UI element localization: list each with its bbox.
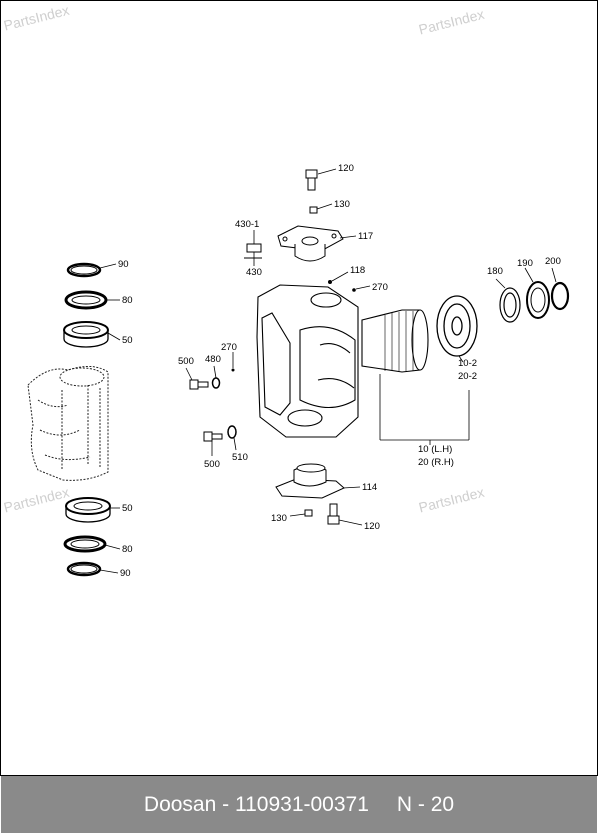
- bolt-500-bottom: [203, 431, 223, 442]
- hub-ring-10-2: [436, 295, 478, 357]
- exploded-parts-diagram: 120 130 117 430-1 430 118 270 90 80 50 2…: [0, 0, 598, 776]
- label-50-top: 50: [122, 335, 133, 346]
- label-270-left: 270: [221, 342, 237, 353]
- footer-page: N - 20: [396, 792, 455, 816]
- bearing-50-top: [63, 321, 109, 348]
- label-20-2: 20-2: [458, 371, 477, 382]
- label-430-1: 430-1: [235, 219, 259, 230]
- label-117: 117: [358, 231, 373, 242]
- label-118: 118: [350, 265, 365, 276]
- spindle: [361, 309, 429, 373]
- label-90-bottom: 90: [120, 568, 131, 579]
- snap-ring-200: [550, 281, 570, 311]
- label-80-top: 80: [122, 295, 133, 306]
- label-10-2: 10-2: [458, 358, 477, 369]
- label-10-lh: 10 (L.H): [418, 444, 452, 455]
- label-114: 114: [362, 482, 377, 493]
- bolt-120-top: [305, 169, 318, 191]
- footer-brand: Doosan: [143, 792, 217, 816]
- seal-ring-90-bottom: [66, 561, 102, 577]
- label-270-top: 270: [372, 282, 388, 293]
- label-200: 200: [545, 256, 561, 267]
- steering-knuckle: [256, 284, 359, 438]
- king-pin-cap-114: [275, 463, 345, 499]
- bolt-500-top: [189, 379, 209, 390]
- king-pin-cap-117: [277, 225, 344, 262]
- plug-130-bottom: [304, 509, 313, 517]
- label-20-rh: 20 (R.H): [418, 457, 454, 468]
- label-180: 180: [487, 266, 503, 277]
- washer-190: [526, 281, 550, 319]
- ball-270-top: [352, 288, 356, 292]
- label-500-bottom: 500: [204, 459, 220, 470]
- seal-ring-90-top: [66, 262, 102, 278]
- label-120-bottom: 120: [364, 521, 380, 532]
- label-190: 190: [517, 258, 533, 269]
- label-130-bottom: 130: [271, 513, 287, 524]
- label-500-top: 500: [178, 356, 194, 367]
- bearing-50-bottom: [65, 497, 111, 523]
- footer-separator: -: [222, 792, 230, 816]
- label-430: 430: [246, 267, 262, 278]
- footer-bar: Doosan - 110931-00371 N - 20: [1, 776, 597, 833]
- washer-510: [227, 425, 237, 439]
- o-ring-118: [328, 280, 332, 284]
- ball-270-left: [231, 368, 235, 372]
- label-90-top: 90: [118, 259, 129, 270]
- label-120-top: 120: [338, 163, 354, 174]
- label-510: 510: [232, 452, 248, 463]
- left-leaders: [99, 263, 121, 574]
- label-80-bottom: 80: [122, 544, 133, 555]
- seal-80-bottom: [63, 535, 107, 553]
- plug-130-top: [309, 206, 318, 214]
- bolt-120-bottom: [327, 503, 340, 525]
- footer-part-number: 110931-00371: [234, 792, 369, 816]
- label-480: 480: [205, 354, 221, 365]
- right-leaders: [185, 168, 557, 526]
- snap-ring-180: [499, 287, 521, 323]
- label-50-bottom: 50: [122, 503, 133, 514]
- label-130-top: 130: [334, 199, 350, 210]
- axle-housing: [27, 366, 109, 481]
